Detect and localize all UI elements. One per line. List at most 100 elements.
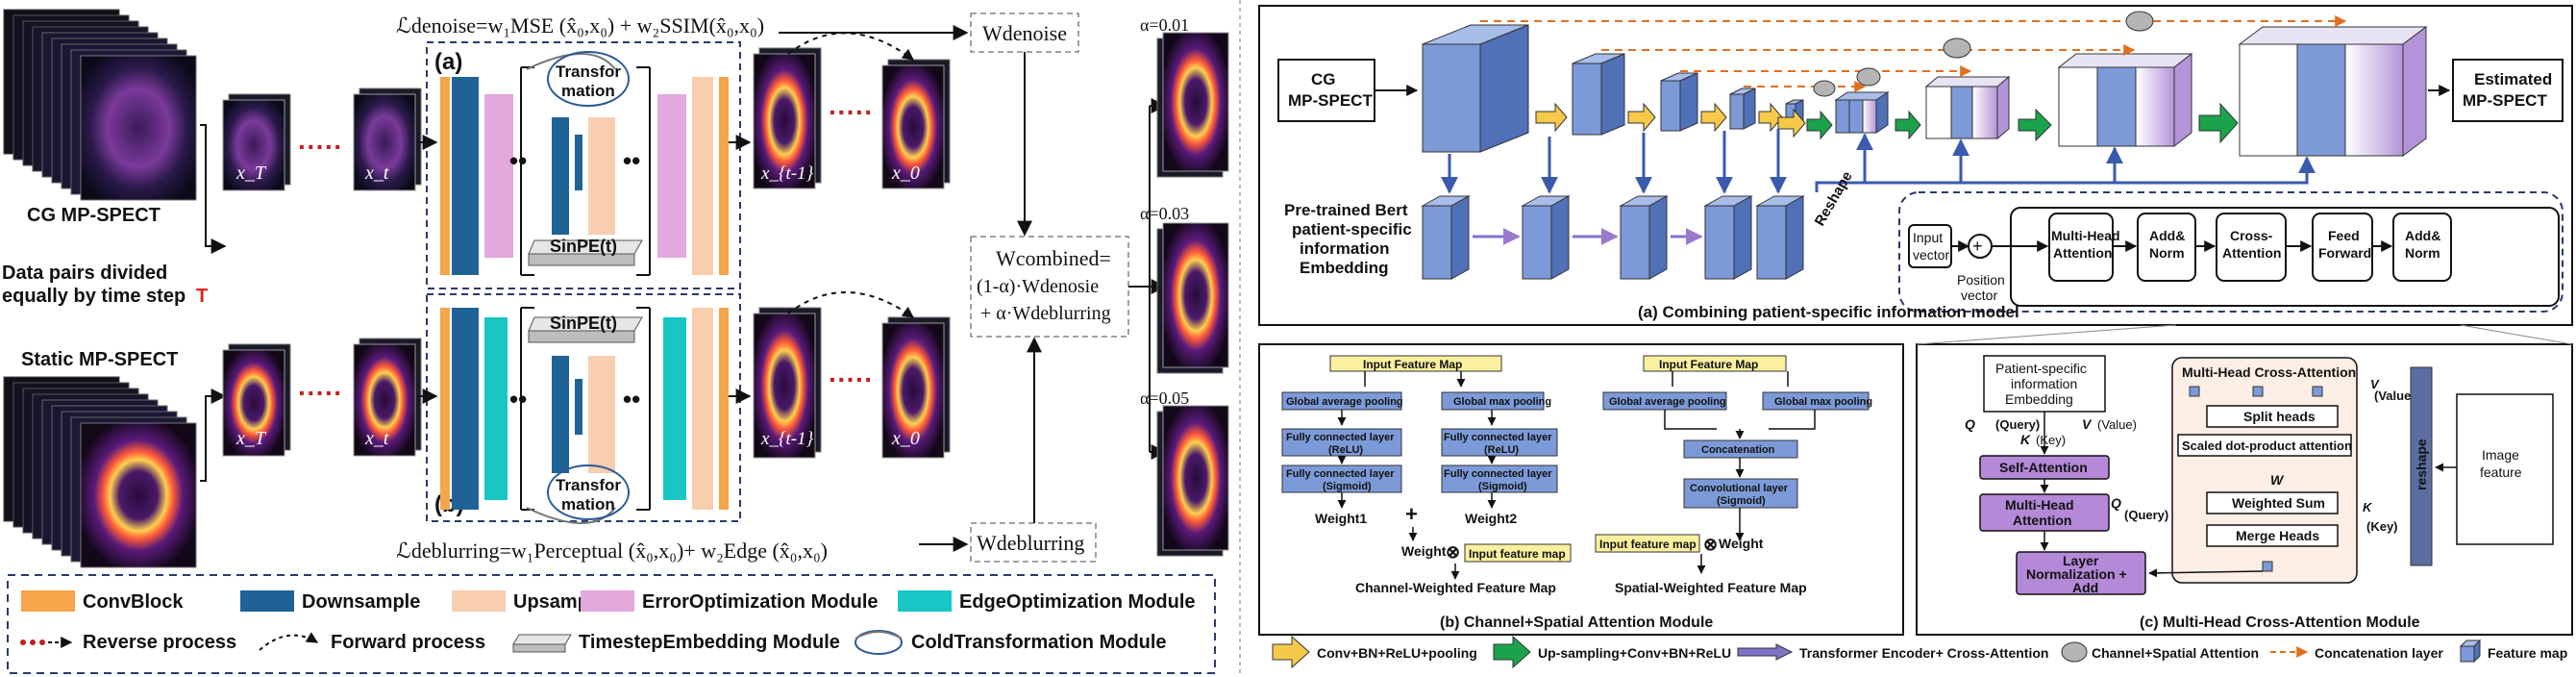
svg-text:Patient-specific: Patient-specific [1995,361,2087,376]
green-arrow-icon [1493,635,1531,669]
svg-text:Channel+Spatial Attention: Channel+Spatial Attention [2092,645,2259,661]
top-outputs: x_{t-1} ····· x_0 [753,32,951,189]
bottom-xt: x_t [364,428,389,449]
left-panel: CG MP-SPECT Data pairs divided equally b… [2,9,1229,568]
svg-text:vector: vector [1961,288,1997,303]
svg-text:Embedding: Embedding [2005,391,2073,407]
svg-text:·····: ····· [829,364,874,394]
a-est-1: Estimated [2474,70,2552,88]
w-combined-2: (1-α)·Wdenosie [977,276,1099,297]
top-xT: x_T [235,163,267,184]
w-combined-3: + α·Wdeblurring [980,303,1111,324]
svg-text:Input feature map: Input feature map [1469,547,1566,561]
svg-text:Attention: Attention [2053,245,2112,261]
svg-text:Add&: Add& [2149,228,2185,243]
svg-text:Transformer Encoder+ Cross-Att: Transformer Encoder+ Cross-Attention [1799,645,2048,661]
svg-text:Fully connected layer: Fully connected layer [1286,468,1395,480]
svg-text:Cross-: Cross- [2230,228,2273,243]
data-pairs-text-2: equally by time step [2,286,186,307]
svg-text:information: information [2011,376,2077,391]
a-bert-1: Pre-trained Bert [1284,201,1408,219]
svg-text:Attention: Attention [2222,245,2281,261]
svg-text:(Query): (Query) [2124,508,2168,522]
panel-a: CG MP-SPECT [1258,5,2573,326]
a-est-2: MP-SPECT [2463,91,2547,110]
cycle-icon [855,630,903,655]
svg-text:(Sigmoid): (Sigmoid) [1323,481,1372,492]
legend-forward: Forward process [331,632,485,653]
svg-text:Global average pooling: Global average pooling [1286,396,1403,408]
svg-text:Forward: Forward [2318,245,2371,261]
w-denoise-box [970,13,1079,53]
box-b [426,293,741,522]
svg-text:Fully connected layer: Fully connected layer [1444,432,1552,443]
svg-text:Weight1: Weight1 [1315,511,1367,526]
legend-edgeopt: EdgeOptimization Module [959,591,1196,613]
transformer-block [1898,191,2564,313]
svg-text:(ReLU): (ReLU) [1484,444,1519,456]
slab-icon [512,634,572,653]
svg-text:reshape: reshape [2414,439,2429,490]
result-alpha-1 [1162,32,1229,172]
svg-text:feature: feature [2480,464,2522,480]
w-deblurring: Wdeblurring [977,531,1084,555]
svg-text:Layer: Layer [2063,553,2099,568]
panel-c: Patient-specific information Embedding Q… [1916,324,2573,636]
cg-input-box [1277,59,1375,122]
caption-b: (b) Channel+Spatial Attention Module [1440,614,1713,631]
svg-text:Fully connected layer: Fully connected layer [1444,468,1552,480]
svg-text:Weight: Weight [1401,543,1447,559]
top-row-images: x_T ····· x_t [222,88,422,191]
alpha-1: α=0.01 [1140,15,1189,35]
svg-text:Weighted Sum: Weighted Sum [2232,495,2325,511]
svg-text:(Key): (Key) [2036,433,2066,447]
svg-text:⊗: ⊗ [1703,535,1718,554]
svg-text:Norm: Norm [2405,245,2440,261]
svg-text:Multi-Head: Multi-Head [2051,228,2120,243]
sinpe-a: SinPE(t) [550,237,617,256]
svg-text:+: + [1972,237,1983,256]
legend-convblock: ConvBlock [83,591,184,613]
legend-erroropt: ErrorOptimization Module [642,591,879,613]
transformation-b-1: Transfor [556,476,621,494]
svg-text:K: K [2363,500,2373,514]
static-stack [3,376,197,568]
svg-text:·····: ····· [829,97,874,127]
svg-text:W: W [2270,472,2285,488]
legend-timestep: TimestepEmbedding Module [579,632,840,653]
legend-cold: ColdTransformation Module [911,632,1167,653]
svg-text:Q: Q [1965,416,1975,432]
arrow-static-to-xT [200,389,227,482]
svg-text:(ReLU): (ReLU) [1328,444,1363,456]
bottom-row-images: x_T ····· x_t [222,338,422,457]
caption-a: (a) Combining patient-specific informati… [1638,303,2019,321]
legend-left: ConvBlock Downsample Upsample ErrorOptim… [7,574,1216,674]
svg-text:Input: Input [1913,230,1943,245]
forward-arc-icon [259,632,319,651]
data-pairs-text-1: Data pairs divided [2,263,167,284]
svg-text:Norm: Norm [2149,245,2185,261]
top-xt-1: x_{t-1} [760,163,814,184]
a-cg-2: MP-SPECT [1288,91,1373,110]
svg-text:Attention: Attention [2013,513,2071,528]
svg-text:Position: Position [1957,272,2005,288]
cg-label: CG MP-SPECT [27,205,161,226]
loss-deblurring: ℒdeblurring=w₁Perceptual (x̂₀,x₀)+ w₂Edg… [396,539,828,563]
svg-text:·····: ····· [298,378,343,408]
svg-text:·····: ····· [298,132,343,162]
svg-text:Input Feature Map: Input Feature Map [1659,358,1758,371]
sinpe-b: SinPE(t) [550,313,617,333]
a-bert-3: information [1300,239,1390,258]
svg-text:Multi-Head: Multi-Head [2005,497,2074,513]
edgeopt-swatch [898,590,952,612]
svg-text:(Sigmoid): (Sigmoid) [1478,481,1527,492]
svg-text:Global average pooling: Global average pooling [1609,396,1726,408]
arrow-cg-to-xT [200,124,227,254]
unet-a: •• •• Transfor mation SinPE(t) [440,51,729,276]
alpha-3: α=0.05 [1140,389,1189,408]
svg-text:Normalization +: Normalization + [2026,566,2127,582]
legend-bottom: Conv+BN+ReLU+pooling Up-sampling+Conv+BN… [1272,635,2567,669]
downsample-swatch [240,590,294,612]
skip-connections [1480,15,2347,92]
